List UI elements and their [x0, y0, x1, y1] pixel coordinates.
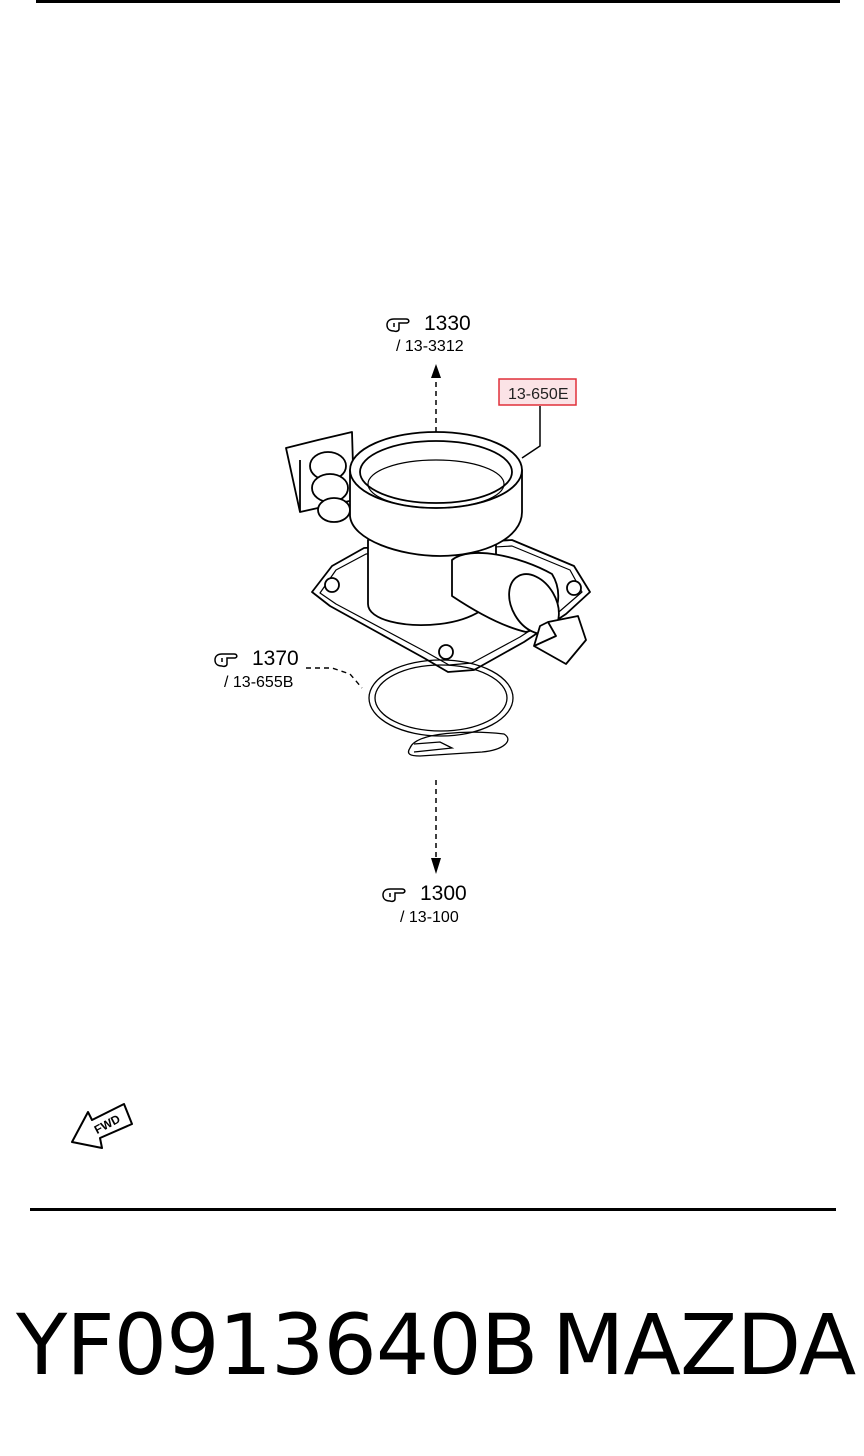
arrow-up-head — [431, 364, 441, 378]
part-callout-label: 13-650E — [508, 386, 569, 403]
leader-line-part — [521, 406, 541, 459]
fwd-arrow-icon: FWD — [71, 1103, 133, 1149]
footer: YF0913640B MAZDA — [0, 1290, 864, 1400]
reference-bottom[interactable]: 1300 / 13-100 — [382, 882, 467, 926]
part-number: YF0913640B — [16, 1296, 538, 1394]
reference-bottom-sub: / 13-100 — [400, 909, 459, 926]
reference-left[interactable]: 1370 / 13-655B — [214, 647, 299, 691]
reference-top-number: 1330 — [424, 312, 471, 335]
reference-top[interactable]: 1330 / 13-3312 — [386, 312, 471, 355]
throttle-body-illustration — [285, 431, 591, 673]
reference-left-sub: / 13-655B — [224, 674, 293, 691]
part-callout[interactable]: 13-650E — [498, 378, 577, 406]
part-highlight-box — [498, 378, 577, 406]
bottom-rule — [30, 1208, 836, 1211]
top-rule — [36, 0, 840, 3]
pointing-hand-icon — [386, 318, 410, 333]
pointing-hand-icon — [382, 888, 406, 903]
leader-line-gasket — [306, 667, 363, 689]
reference-top-sub: / 13-3312 — [396, 338, 464, 355]
arrow-down-head — [431, 858, 441, 874]
pointing-hand-icon — [214, 653, 238, 668]
reference-bottom-number: 1300 — [420, 882, 467, 905]
gasket-illustration — [368, 659, 514, 757]
reference-left-number: 1370 — [252, 647, 299, 670]
exploded-parts-diagram: 1330 / 13-3312 13-650E — [71, 312, 591, 1149]
brand-name: MAZDA — [552, 1296, 856, 1394]
